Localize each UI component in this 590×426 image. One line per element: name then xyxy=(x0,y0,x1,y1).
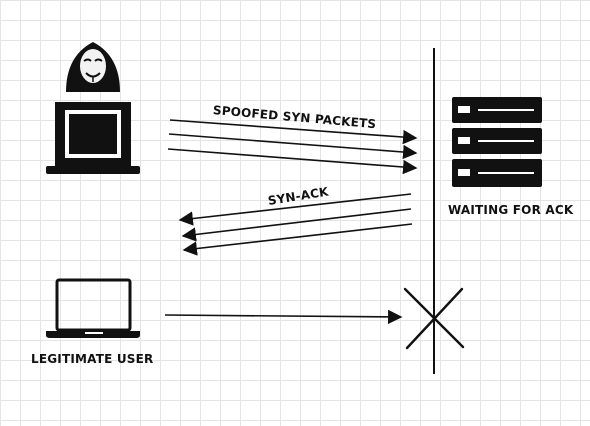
hacker-icon xyxy=(66,42,120,92)
syn-ack-arrows xyxy=(178,193,413,256)
server-icon xyxy=(452,97,542,187)
syn-ack-arrow xyxy=(178,193,412,226)
syn-arrows xyxy=(167,119,418,175)
syn-ack-arrow xyxy=(181,208,412,242)
user-request-arrow xyxy=(164,309,403,325)
syn-arrow xyxy=(167,148,418,175)
attacker-laptop-icon xyxy=(46,102,140,174)
syn-arrow xyxy=(168,133,418,160)
syn-ack-arrow xyxy=(182,223,413,256)
user-laptop-icon xyxy=(46,278,140,338)
cross-icon xyxy=(403,287,465,350)
syn-arrow xyxy=(169,119,418,145)
waiting-for-ack-label: WAITING FOR ACK xyxy=(448,203,574,217)
legitimate-user-label: LEGITIMATE USER xyxy=(31,352,154,366)
